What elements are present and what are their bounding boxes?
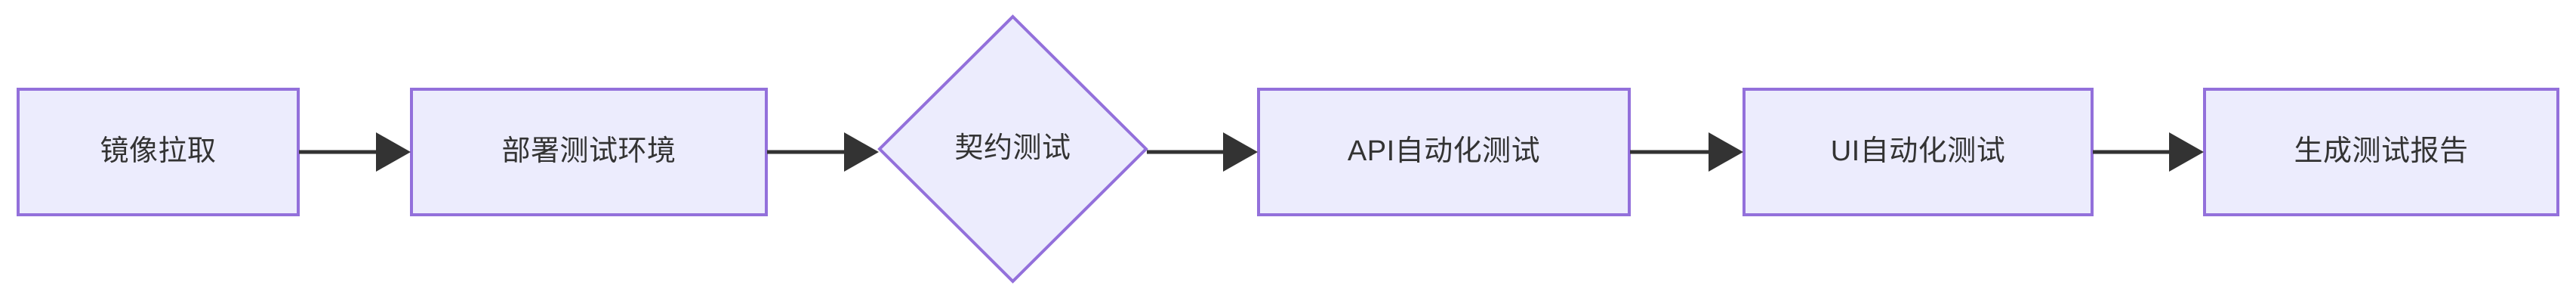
arrowhead-icon <box>2169 132 2204 172</box>
arrowhead-icon <box>1709 132 1743 172</box>
node-rect-api-automation-test[interactable] <box>1257 88 1631 216</box>
node-rect-generate-test-report[interactable] <box>2203 88 2559 216</box>
edge-deploy-to-contract <box>767 132 879 172</box>
arrowhead-icon <box>844 132 879 172</box>
edge-connectors <box>299 132 2204 172</box>
arrowhead-icon <box>1223 132 1258 172</box>
node-rect-image-pull[interactable] <box>17 88 300 216</box>
edge-image-pull-to-deploy <box>299 132 411 172</box>
arrowhead-icon <box>376 132 411 172</box>
edge-contract-to-api <box>1147 132 1258 172</box>
edge-ui-to-report <box>2093 132 2204 172</box>
node-shapes <box>17 14 2559 284</box>
node-rect-ui-automation-test[interactable] <box>1742 88 2094 216</box>
node-rect-deploy-test-env[interactable] <box>410 88 768 216</box>
edge-api-to-ui <box>1630 132 1743 172</box>
node-diamond-contract-test[interactable] <box>877 14 1148 284</box>
